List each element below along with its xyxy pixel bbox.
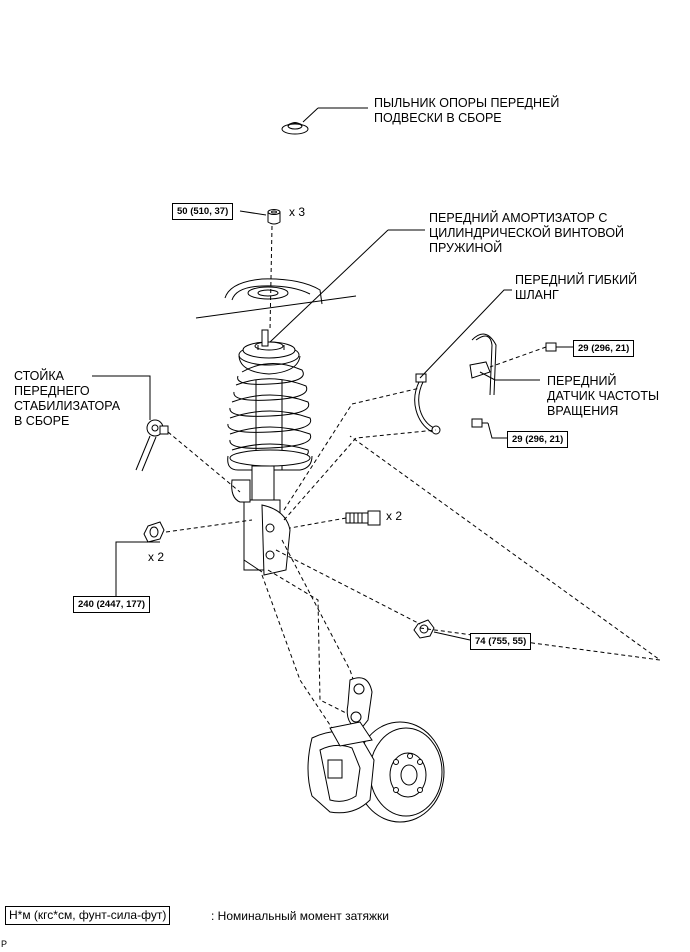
label-flexible-hose: ПЕРЕДНИЙ ГИБКИЙ ШЛАНГ [515, 273, 638, 302]
strut-tower-part [195, 278, 357, 319]
leader-sensor [479, 371, 540, 381]
dust-boot-part [281, 122, 309, 135]
knuckle-hub-part [307, 677, 445, 823]
torque-box-sensor-upper: 29 (296, 21) [573, 340, 635, 357]
qty-bolts: x 2 [386, 509, 403, 523]
torque-box-link-nut: 240 (2447, 177) [73, 596, 151, 613]
hub-nut-part [413, 619, 435, 639]
leader-shock [269, 229, 389, 343]
qty-link-nut: x 2 [148, 550, 165, 564]
qty-top-nut: x 3 [289, 205, 306, 219]
torque-box-sensor-lower: 29 (296, 21) [507, 431, 569, 448]
strut-assembly-part [227, 329, 313, 576]
sensor-bolt-upper [545, 342, 562, 352]
label-speed-sensor: ПЕРЕДНИЙ ДАТЧИК ЧАСТОТЫ ВРАЩЕНИЯ [547, 374, 660, 418]
label-shock-absorber: ПЕРЕДНИЙ АМОРТИЗАТОР С ЦИЛИНДРИЧЕСКОЙ ВИ… [429, 211, 625, 255]
torque-box-top-nut: 50 (510, 37) [172, 203, 234, 220]
link-nut-part [143, 521, 165, 543]
corner-mark: P [1, 939, 8, 949]
label-stabilizer-link: СТОЙКА ПЕРЕДНЕГО СТАБИЛИЗАТОРА В СБОРЕ [14, 369, 121, 428]
torque-box-hub-nut: 74 (755, 55) [470, 633, 532, 650]
leader-dust-boot [302, 107, 319, 123]
assembly-guides [261, 387, 661, 741]
top-nut-part [267, 209, 281, 225]
bolts-part [345, 510, 381, 526]
stabilizer-link-part [135, 419, 169, 472]
label-dust-boot: ПЫЛЬНИК ОПОРЫ ПЕРЕДНЕЙ ПОДВЕСКИ В СБОРЕ [374, 96, 560, 125]
leader-hose [419, 289, 512, 379]
legend-description: : Номинальный момент затяжки [211, 909, 389, 923]
legend-units-box: Н*м (кгс*см, фунт-сила-фут) [5, 906, 171, 925]
hose-sensor-part [414, 333, 497, 435]
sensor-bolt-lower [471, 418, 488, 428]
